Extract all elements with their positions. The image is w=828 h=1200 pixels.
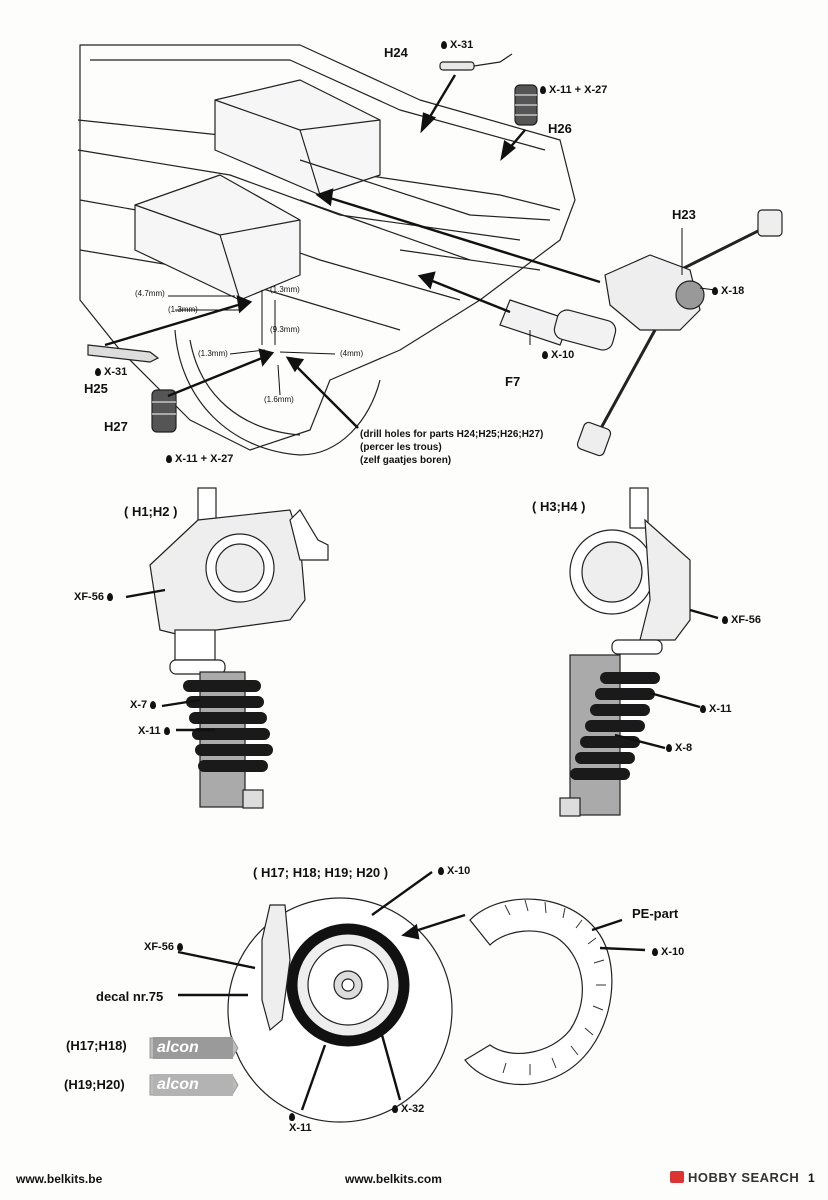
- label-h17-h18: (H17;H18): [66, 1038, 127, 1053]
- label-h23: H23: [672, 207, 696, 222]
- label-decal: decal nr.75: [96, 989, 164, 1004]
- paint-h3-body: XF-56: [722, 615, 761, 626]
- brake-caliper: [261, 904, 291, 1032]
- paint-h27: X-11 + X-27: [166, 454, 233, 465]
- dim-1-6mm: (1.6mm): [264, 395, 294, 404]
- part-f7: [499, 299, 617, 351]
- paint-drop-icon: [542, 351, 548, 359]
- label-pe-part: PE-part: [632, 906, 679, 921]
- paint-drop-icon: [441, 41, 447, 49]
- dim-4mm: (4mm): [340, 349, 364, 358]
- tank-upper: [214, 79, 381, 196]
- decal-alcon-dark: alcon: [153, 1037, 233, 1059]
- paint-disc-top: X-10: [438, 866, 470, 877]
- drill-note: (drill holes for parts H24;H25;H26;H27) …: [360, 429, 544, 466]
- paint-h3-spring2: X-8: [666, 743, 692, 754]
- part-h25: [87, 344, 160, 363]
- part-h24: [439, 53, 513, 71]
- dim-9-3mm: (9.3mm): [270, 325, 300, 334]
- paint-h1-spring: X-7: [130, 700, 159, 711]
- paint-pe-ring: X-10: [652, 947, 684, 958]
- paint-drop-icon: [106, 593, 113, 601]
- paint-drop-icon: [540, 86, 546, 94]
- label-f7: F7: [505, 374, 521, 389]
- label-h17-h20: ( H17; H18; H19; H20 ): [253, 865, 389, 880]
- paint-drop-icon: [652, 948, 658, 956]
- label-h27: H27: [104, 419, 128, 434]
- dim-1-3mm-b: (1.3mm): [270, 285, 300, 294]
- dim-1-3mm-a: (1.3mm): [168, 305, 198, 314]
- paint-drop-icon: [392, 1105, 398, 1113]
- paint-drop-icon: [438, 867, 444, 875]
- page-number: 1: [808, 1171, 815, 1185]
- label-h26: H26: [548, 121, 572, 136]
- dim-4-7mm: (4.7mm): [135, 289, 165, 298]
- brake-disc: [227, 897, 453, 1123]
- chassis-outline: [79, 44, 576, 451]
- paint-h23: X-18: [712, 286, 744, 297]
- spring-h1-h2: [183, 680, 273, 772]
- part-h27: [151, 389, 177, 433]
- paint-drop-icon: [712, 287, 718, 295]
- paint-drop-icon: [666, 744, 672, 752]
- paint-h25: X-31: [95, 367, 127, 378]
- paint-drop-icon: [95, 368, 101, 376]
- tank-lower: [134, 174, 301, 301]
- footer-url-be[interactable]: www.belkits.be: [16, 1172, 103, 1186]
- paint-h1-body: XF-56: [74, 592, 116, 603]
- paint-disc-bottom: X-11: [289, 1112, 312, 1134]
- hobby-search-logo-icon: [670, 1171, 684, 1183]
- paint-drop-icon: [722, 616, 728, 624]
- dim-1-3mm-c: (1.3mm): [198, 349, 228, 358]
- paint-h3-spring: X-11: [700, 704, 732, 715]
- hobby-search-watermark: HOBBY SEARCH: [670, 1170, 799, 1185]
- label-h19-h20: (H19;H20): [64, 1077, 125, 1092]
- paint-drop-icon: [176, 943, 183, 951]
- paint-f7: X-10: [542, 350, 574, 361]
- pe-ring: [464, 898, 613, 1085]
- paint-h1-spring2: X-11: [138, 726, 173, 737]
- paint-h26: X-11 + X-27: [540, 85, 607, 96]
- paint-drop-icon: [150, 701, 157, 709]
- paint-drop-icon: [289, 1113, 295, 1121]
- paint-h24: X-31: [441, 40, 473, 51]
- label-h1-h2: ( H1;H2 ): [124, 504, 178, 519]
- part-h23: [576, 209, 783, 457]
- label-h3-h4: ( H3;H4 ): [532, 499, 586, 514]
- upright-h3-h4: [559, 487, 691, 817]
- paint-caliper: XF-56: [144, 942, 186, 953]
- paint-drop-icon: [166, 455, 172, 463]
- decal-alcon-light: alcon: [153, 1074, 233, 1096]
- footer-url-com[interactable]: www.belkits.com: [345, 1172, 442, 1186]
- spring-h3-h4: [570, 672, 660, 780]
- upright-h1-h2: [149, 487, 329, 809]
- paint-drop-icon: [163, 727, 170, 735]
- paint-drop-icon: [700, 705, 706, 713]
- part-h26: [514, 84, 538, 126]
- label-h25: H25: [84, 381, 108, 396]
- label-h24: H24: [384, 45, 408, 60]
- paint-disc-ring: X-32: [392, 1104, 424, 1115]
